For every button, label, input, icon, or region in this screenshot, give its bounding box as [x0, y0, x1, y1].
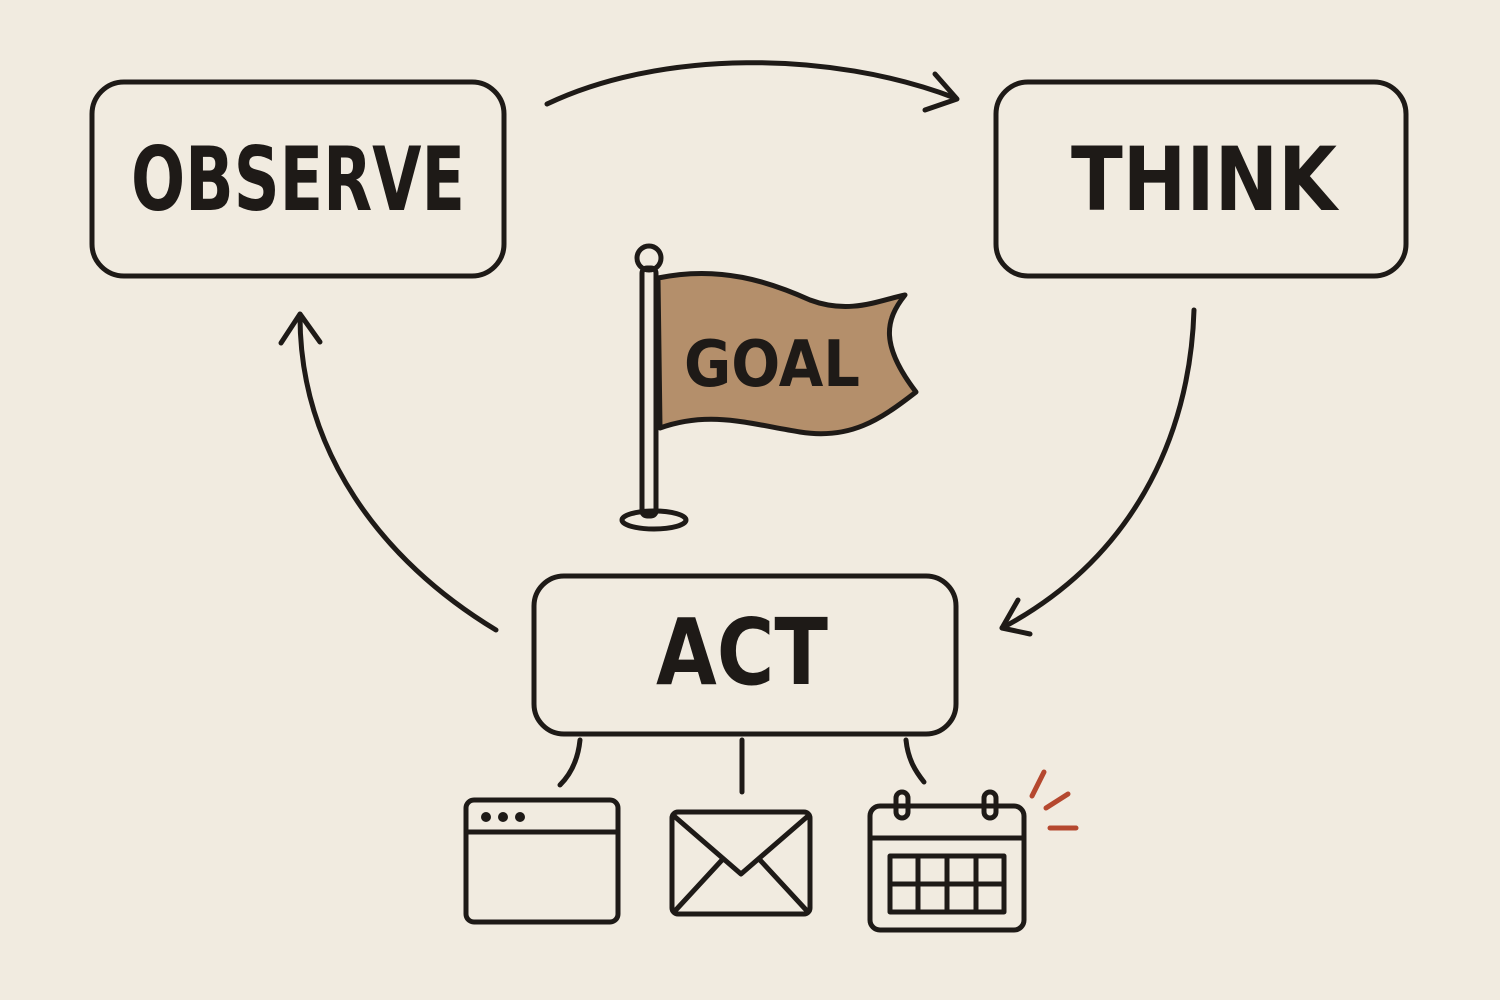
think-node: THINK: [993, 79, 1409, 279]
goal-label: GOAL: [684, 328, 860, 402]
browser-window-icon: [463, 797, 621, 925]
act-node: ACT: [531, 573, 959, 737]
observe-box: [89, 79, 507, 279]
arrow-act-to-observe: [278, 311, 499, 633]
flag-base: [619, 508, 689, 532]
flag-pole: [639, 265, 659, 519]
flag-icon: [619, 243, 919, 532]
envelope-icon: [669, 809, 813, 917]
observe-label: OBSERVE: [131, 128, 465, 231]
think-label: THINK: [1071, 128, 1339, 231]
arrow-think-to-act: [999, 307, 1197, 637]
act-box: [531, 573, 959, 737]
think-box: [993, 79, 1409, 279]
connector-calendar: [903, 737, 927, 785]
observe-node: OBSERVE: [89, 79, 507, 279]
calendar-icon: [867, 789, 1027, 933]
arrow-observe-to-think: [544, 60, 960, 113]
tool-connectors: [557, 737, 927, 795]
flag-pole-top: [634, 243, 664, 273]
goal-flag: GOAL: [619, 243, 919, 532]
connector-browser: [557, 737, 583, 788]
calendar-alert-marks: [1029, 769, 1079, 831]
flag-cloth: [655, 270, 919, 437]
act-label: ACT: [656, 599, 828, 706]
